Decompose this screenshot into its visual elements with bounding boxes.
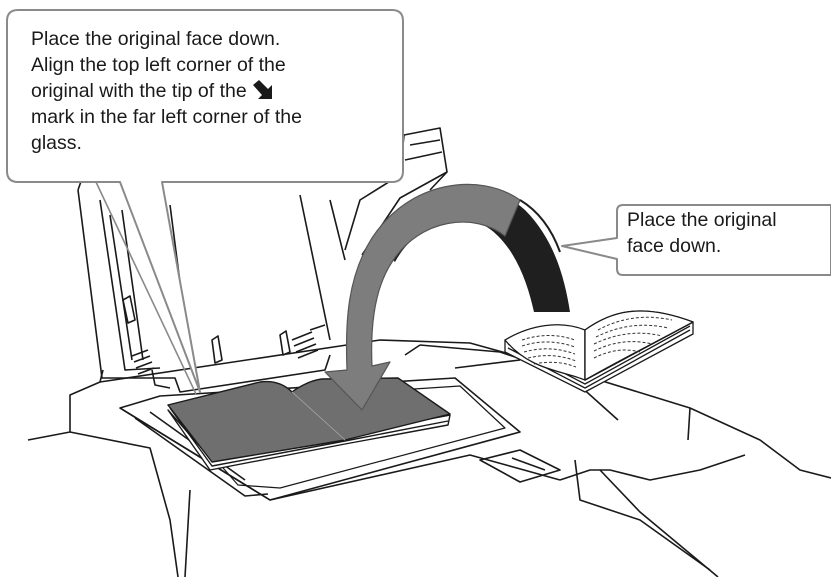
callout-main-line-2: Align the top left corner of the xyxy=(31,52,381,78)
alignment-arrow-mark-icon xyxy=(251,79,277,101)
callout-main-line-5: glass. xyxy=(31,130,381,156)
callout-main-line-4: mark in the far left corner of the xyxy=(31,104,381,130)
callout-side-line-1: Place the original xyxy=(627,207,827,233)
document-on-glass xyxy=(168,378,450,470)
callout-main-line-1: Place the original face down. xyxy=(31,26,381,52)
callout-main-line-3-wrap: original with the tip of the xyxy=(31,78,381,104)
callout-main-text: Place the original face down. Align the … xyxy=(31,26,381,156)
scanner-body xyxy=(28,340,831,577)
open-book-icon xyxy=(505,311,693,392)
callout-main-line-3: original with the tip of the xyxy=(31,80,247,102)
callout-side-text: Place the original face down. xyxy=(627,207,827,259)
curved-flip-arrow-icon xyxy=(325,184,570,410)
callout-side-line-2: face down. xyxy=(627,233,827,259)
